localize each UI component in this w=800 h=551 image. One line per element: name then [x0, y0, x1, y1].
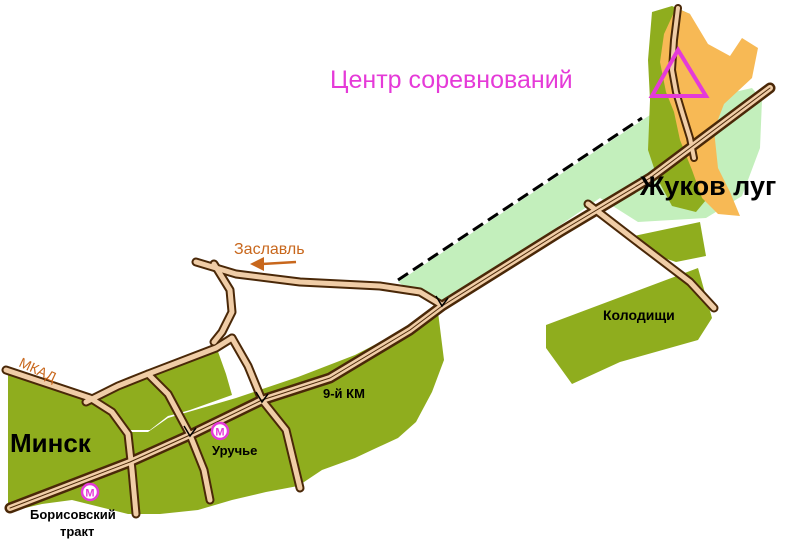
dashed-route: [397, 116, 643, 282]
metro-icon-borisovsky: М: [80, 482, 100, 502]
label-km9: 9-й КМ: [323, 386, 365, 401]
label-zaslavl: Заславль: [234, 241, 305, 258]
label-borisovsky-line2: тракт: [60, 524, 94, 539]
label-minsk: Минск: [10, 428, 92, 458]
label-uruchye: Уручье: [212, 443, 257, 458]
arrow-left-icon: [250, 257, 297, 271]
forest-area-kolodishchi: [546, 268, 712, 384]
label-zhukov-lug: Жуков луг: [639, 171, 776, 201]
label-competition-center: Центр соревнований: [330, 66, 573, 94]
label-borisovsky-line1: Борисовский: [30, 507, 116, 522]
roads-fill: [3, 6, 773, 517]
crossing-markers: [183, 295, 449, 438]
metro-icon-uruchye: М: [210, 421, 230, 441]
svg-text:М: М: [85, 488, 94, 500]
triangle-icon: [648, 46, 710, 98]
svg-text:М: М: [215, 427, 224, 439]
label-kolodishchi: Колодищи: [603, 307, 675, 323]
